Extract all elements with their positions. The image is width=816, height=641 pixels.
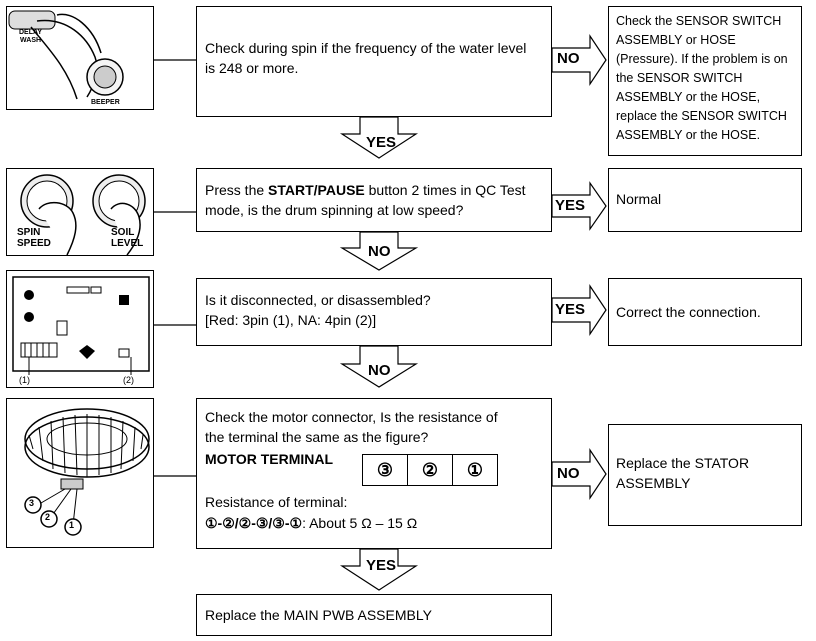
step4-yes-label: YES bbox=[366, 557, 397, 574]
final-action-box bbox=[196, 594, 552, 636]
marker-2: (2) bbox=[123, 375, 134, 385]
callout-1: 1 bbox=[69, 520, 75, 530]
step1-question: Check during spin if the frequency of th… bbox=[205, 40, 527, 76]
terminal-cell-1: ① bbox=[466, 459, 484, 480]
arrow-yes-2 bbox=[551, 181, 607, 231]
delay-wash-button-image: DELAY WASH BEEPER bbox=[6, 6, 154, 110]
spin-label: SPIN bbox=[17, 227, 41, 238]
arrow-no-3 bbox=[339, 345, 419, 388]
step4-question-line1: Check the motor connector, Is the resist… bbox=[205, 409, 498, 425]
arrow-no-2 bbox=[339, 231, 419, 271]
start-pause-label: START/PAUSE bbox=[268, 182, 365, 198]
step3-question-line1: Is it disconnected, or disassembled? bbox=[205, 292, 431, 308]
resistance-label: Resistance of terminal: bbox=[205, 494, 348, 510]
speed-label: SPEED bbox=[17, 238, 51, 249]
arrow-no-4 bbox=[551, 448, 607, 500]
step3-question-line2: [Red: 3pin (1), NA: 4pin (2)] bbox=[205, 312, 377, 328]
step2-question: Press the START/PAUSE button 2 times in … bbox=[205, 182, 526, 218]
step1-no-action-box bbox=[608, 6, 802, 156]
stator-motor-image: 3 2 1 bbox=[6, 398, 154, 548]
step2-yes-action-box bbox=[608, 168, 802, 232]
step3-question-box bbox=[196, 278, 552, 346]
step1-no-action: Check the SENSOR SWITCH ASSEMBLY or HOSE… bbox=[616, 14, 788, 142]
step2-yes-label: YES bbox=[555, 197, 586, 214]
spin-soil-buttons-image: SPIN SPEED SOIL LEVEL bbox=[6, 168, 154, 256]
level-label: LEVEL bbox=[111, 238, 144, 249]
marker-1: (1) bbox=[19, 375, 30, 385]
step4-no-action-box bbox=[608, 424, 802, 526]
step4-no-label: NO bbox=[557, 465, 580, 482]
step2-no-label: NO bbox=[368, 243, 391, 260]
step3-yes-action-box bbox=[608, 278, 802, 346]
beeper-label: BEEPER bbox=[91, 99, 120, 106]
step1-yes-label: YES bbox=[366, 134, 397, 151]
step4-question-box bbox=[196, 398, 552, 549]
step3-yes-action: Correct the connection. bbox=[616, 304, 761, 320]
arrow-no-1 bbox=[551, 34, 607, 86]
step2-yes-action: Normal bbox=[616, 191, 662, 207]
pcb-board-image: (1) (2) bbox=[6, 270, 154, 388]
terminal-cell-3: ③ bbox=[363, 455, 408, 485]
callout-3: 3 bbox=[29, 498, 35, 508]
step1-question-box bbox=[196, 6, 552, 117]
wash-label: WASH bbox=[20, 37, 42, 44]
step2-question-box bbox=[196, 168, 552, 232]
delay-label: DELAY bbox=[19, 29, 43, 36]
step4-question-line2: the terminal the same as the figure? bbox=[205, 429, 429, 445]
step4-no-action: Replace the STATOR ASSEMBLY bbox=[616, 455, 750, 491]
arrow-yes-3 bbox=[551, 284, 607, 336]
resistance-spec: ①-②/②-③/③-①: About 5 Ω – 15 Ω bbox=[205, 515, 418, 531]
terminal-cell-2: ② bbox=[408, 455, 453, 485]
arrow-yes-4 bbox=[339, 548, 419, 591]
motor-terminal-label: MOTOR TERMINAL bbox=[205, 451, 334, 467]
step3-yes-label: YES bbox=[555, 301, 586, 318]
terminal-table: ③ ② ① bbox=[362, 454, 498, 486]
arrow-yes-1 bbox=[339, 116, 419, 159]
step1-no-label: NO bbox=[557, 50, 580, 67]
step3-no-label: NO bbox=[368, 362, 391, 379]
final-action: Replace the MAIN PWB ASSEMBLY bbox=[205, 607, 432, 623]
soil-label: SOIL bbox=[111, 227, 135, 238]
callout-2: 2 bbox=[45, 512, 51, 522]
